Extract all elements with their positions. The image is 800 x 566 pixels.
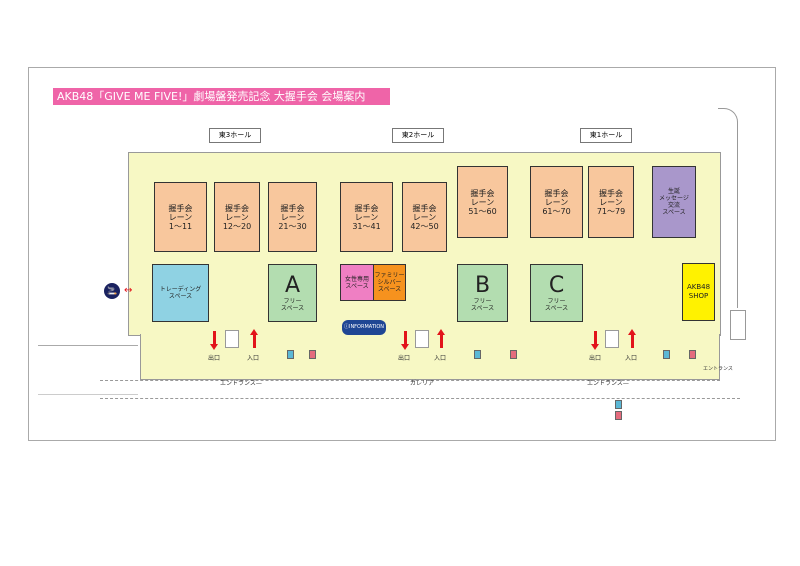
womens-restroom-icon	[615, 411, 622, 420]
hall-label-east1: 東1ホール	[580, 128, 632, 143]
mens-restroom-icon	[615, 400, 622, 409]
hall-label-east3: 東3ホール	[209, 128, 261, 143]
information-counter: ⓘINFORMATION	[342, 320, 386, 335]
corridor-label-entrance-far-right: エントランス	[703, 366, 733, 372]
corridor-edge	[100, 398, 740, 399]
exit-arrow-icon	[591, 331, 599, 350]
hall-label-east2: 東2ホール	[392, 128, 444, 143]
womens-restroom-icon	[510, 350, 517, 359]
double-arrow-icon: ↔	[124, 285, 133, 296]
entry-arrow-icon	[628, 329, 636, 348]
smoking-area-icon: 🚬	[104, 283, 120, 299]
escalator-icon	[605, 330, 619, 348]
map-title: AKB48「GIVE ME FIVE!」劇場盤発売記念 大握手会 会場案内	[53, 88, 390, 105]
womens-restroom-icon	[309, 350, 316, 359]
entry-arrow-icon	[250, 329, 258, 348]
map-frame	[28, 67, 776, 441]
exit-label: 出口	[208, 355, 221, 362]
corridor-edge	[100, 380, 720, 381]
escalator-icon	[415, 330, 429, 348]
escalator-icon	[225, 330, 239, 348]
west-building-outline	[38, 345, 138, 395]
exit-arrow-icon	[210, 331, 218, 350]
entry-label: 入口	[247, 355, 260, 362]
entry-label: 入口	[434, 355, 447, 362]
trading-space: トレーディングスペース	[152, 264, 209, 322]
exit-arrow-icon	[401, 331, 409, 350]
stairs-icon	[730, 310, 746, 340]
women-only-space: 女性専用スペース	[340, 264, 374, 301]
exit-label: 出口	[398, 355, 411, 362]
corridor-label-entrance-right: エントランス—	[587, 380, 629, 387]
exit-label: 出口	[589, 355, 602, 362]
mens-restroom-icon	[287, 350, 294, 359]
mens-restroom-icon	[474, 350, 481, 359]
birthday-message-space: 生誕メッセージ交流スペース	[652, 166, 696, 238]
family-silver-space: ファミリーシルバースペース	[373, 264, 406, 301]
entry-label: 入口	[625, 355, 638, 362]
corridor-label-galleria: ガレリア	[410, 380, 435, 387]
walkway-outline	[718, 108, 738, 308]
womens-restroom-icon	[689, 350, 696, 359]
corridor-label-entrance-left: エントランス—	[220, 380, 262, 387]
entry-arrow-icon	[437, 329, 445, 348]
mens-restroom-icon	[663, 350, 670, 359]
